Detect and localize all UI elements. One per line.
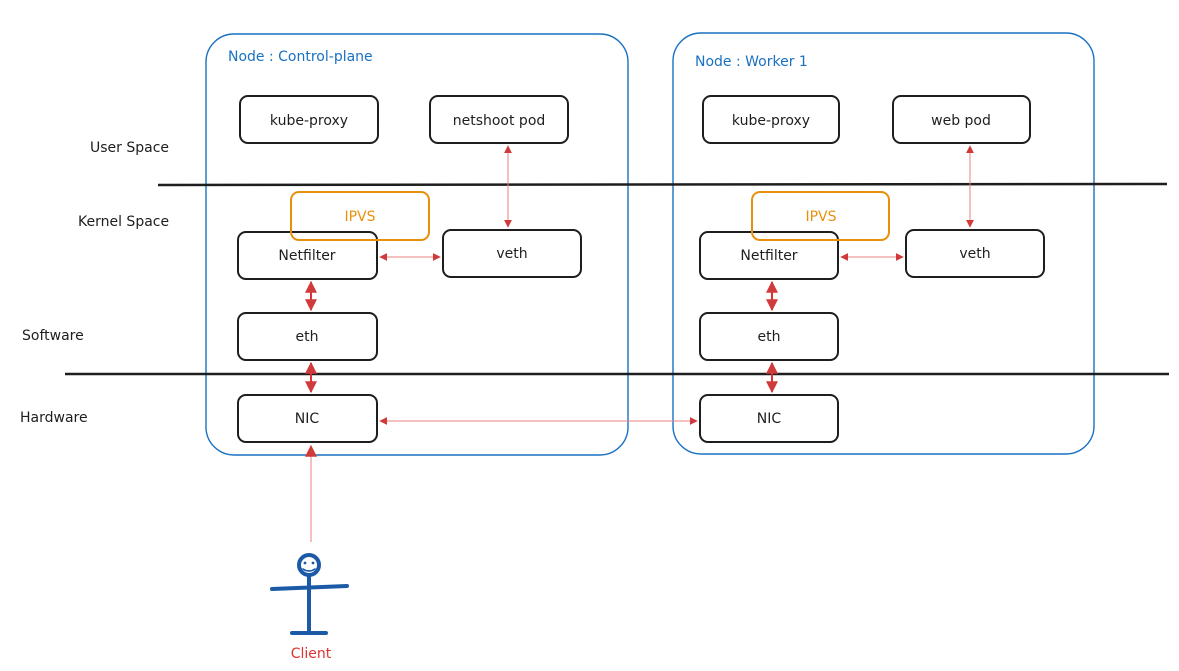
- eth-box-worker: [699, 312, 839, 361]
- node-title-control-plane: Node : Control-plane: [228, 49, 373, 65]
- eth-box-cp: [237, 312, 378, 361]
- veth-box-worker: [905, 229, 1045, 278]
- nic-label-worker: NIC: [757, 411, 782, 427]
- pod-label-cp: netshoot pod: [453, 113, 546, 129]
- netfilter-label-worker: Netfilter: [740, 248, 797, 264]
- layer-label-user-space: User Space: [90, 140, 169, 156]
- control-plane-components: kube-proxy netshoot pod Netfilter IPVS v…: [237, 95, 582, 443]
- node-frame-worker-1: [672, 32, 1095, 455]
- netfilter-box-cp: [237, 231, 378, 280]
- pod-box-cp: [429, 95, 569, 144]
- kube-proxy-label-cp: kube-proxy: [270, 113, 348, 129]
- divider-user-kernel: [157, 182, 1168, 187]
- kube-proxy-box-worker: [702, 95, 840, 144]
- veth-label-cp: veth: [496, 246, 527, 262]
- nic-box-cp: [237, 394, 378, 443]
- client-label: Client: [291, 646, 332, 662]
- layer-label-hardware: Hardware: [20, 410, 88, 426]
- ipvs-label-worker: IPVS: [805, 209, 836, 225]
- eth-label-worker: eth: [758, 329, 781, 345]
- ipvs-box-worker: [751, 191, 890, 241]
- netfilter-box-worker: [699, 231, 839, 280]
- layer-label-kernel-space: Kernel Space: [78, 214, 169, 230]
- veth-label-worker: veth: [959, 246, 990, 262]
- worker-1-components: kube-proxy web pod Netfilter IPVS veth e…: [699, 95, 1045, 443]
- veth-box-cp: [442, 229, 582, 278]
- kube-proxy-box-cp: [239, 95, 379, 144]
- netfilter-label-cp: Netfilter: [278, 248, 335, 264]
- node-frame-control-plane: [205, 33, 629, 456]
- pod-label-worker: web pod: [931, 113, 991, 129]
- kube-proxy-label-worker: kube-proxy: [732, 113, 810, 129]
- nic-label-cp: NIC: [295, 411, 320, 427]
- ipvs-box-cp: [290, 191, 430, 241]
- stick-figure-icon: [270, 553, 349, 635]
- layer-label-software: Software: [22, 328, 84, 344]
- ipvs-label-cp: IPVS: [344, 209, 375, 225]
- nic-box-worker: [699, 394, 839, 443]
- eth-label-cp: eth: [296, 329, 319, 345]
- pod-box-worker: [892, 95, 1031, 144]
- node-title-worker-1: Node : Worker 1: [695, 54, 808, 70]
